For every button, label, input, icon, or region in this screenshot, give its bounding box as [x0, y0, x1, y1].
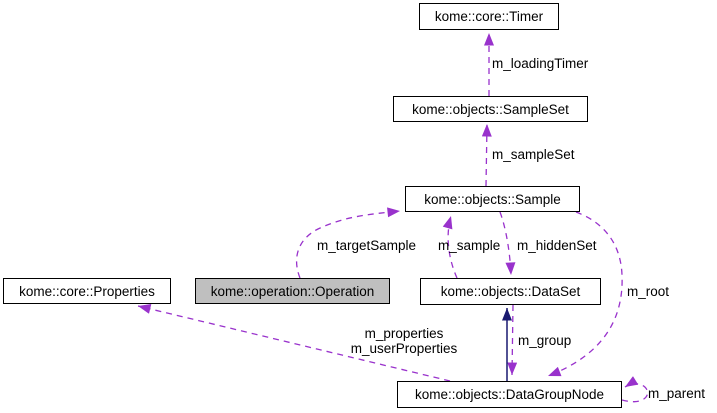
edge-label-m-targetsample: m_targetSample [317, 238, 417, 253]
edge-m-group-arrow-icon [507, 304, 518, 376]
node-kome-operation-operation: kome::operation::Operation [195, 278, 390, 304]
node-kome-core-properties[interactable]: kome::core::Properties [3, 278, 171, 304]
edge-m-parent-selfloop-arrow-icon [621, 376, 649, 403]
node-kome-objects-sample[interactable]: kome::objects::Sample [405, 186, 580, 212]
edge-m-hiddenset-arrow-icon [499, 211, 516, 276]
edge-label-m-parent: m_parent [648, 386, 706, 401]
edge-m-root-arrow-icon [547, 211, 623, 377]
edge-m-sampleset-arrow-icon [481, 123, 492, 187]
edge-m-properties-arrow-icon [137, 304, 451, 382]
edge-label-m-properties: m_properties [364, 326, 444, 341]
node-kome-objects-sampleset[interactable]: kome::objects::SampleSet [393, 96, 588, 122]
edge-label-m-userproperties: m_userProperties [350, 341, 458, 356]
node-kome-core-timer[interactable]: kome::core::Timer [419, 3, 559, 30]
edge-label-m-sample: m_sample [438, 238, 501, 253]
edge-label-m-properties-group: m_properties m_userProperties [343, 326, 465, 356]
edge-label-m-root: m_root [627, 284, 670, 299]
edge-m-sample-arrow-icon [442, 215, 458, 279]
edge-label-m-hiddenset: m_hiddenSet [517, 238, 597, 253]
edge-label-m-loadingtimer: m_loadingTimer [492, 56, 589, 71]
edge-label-m-sampleset: m_sampleSet [492, 147, 575, 162]
edge-m-targetsample-arrow-icon [295, 207, 401, 279]
node-kome-objects-datagroupnode[interactable]: kome::objects::DataGroupNode [397, 381, 622, 408]
edge-label-m-group: m_group [518, 333, 572, 348]
node-kome-objects-dataset[interactable]: kome::objects::DataSet [420, 278, 601, 305]
